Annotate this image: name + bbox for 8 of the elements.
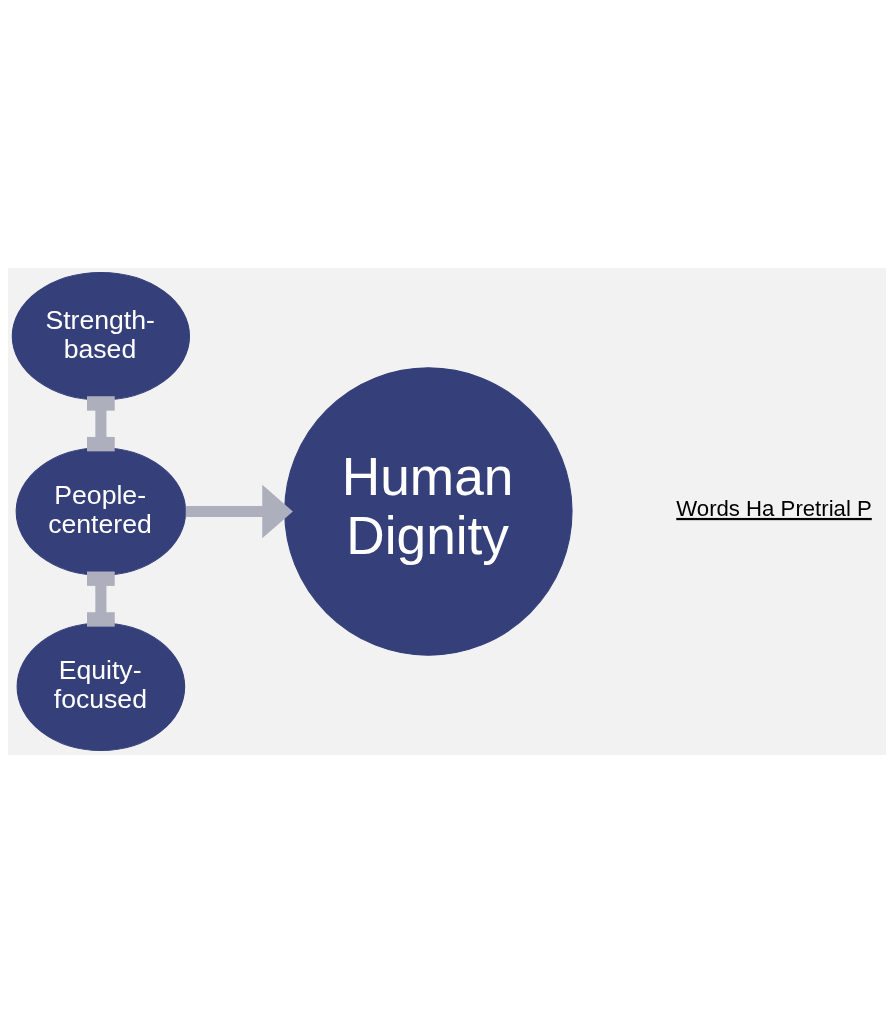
node-circle: Human Dignity — [284, 367, 573, 656]
node-ellipse: People-centered — [15, 447, 187, 576]
label: Words Ha Pretrial P — [676, 495, 872, 521]
connector — [87, 571, 115, 627]
arrow — [185, 484, 293, 539]
node-ellipse: Equity-focused — [16, 622, 186, 752]
node-ellipse: Strength-based — [11, 271, 191, 401]
connector — [87, 396, 115, 452]
